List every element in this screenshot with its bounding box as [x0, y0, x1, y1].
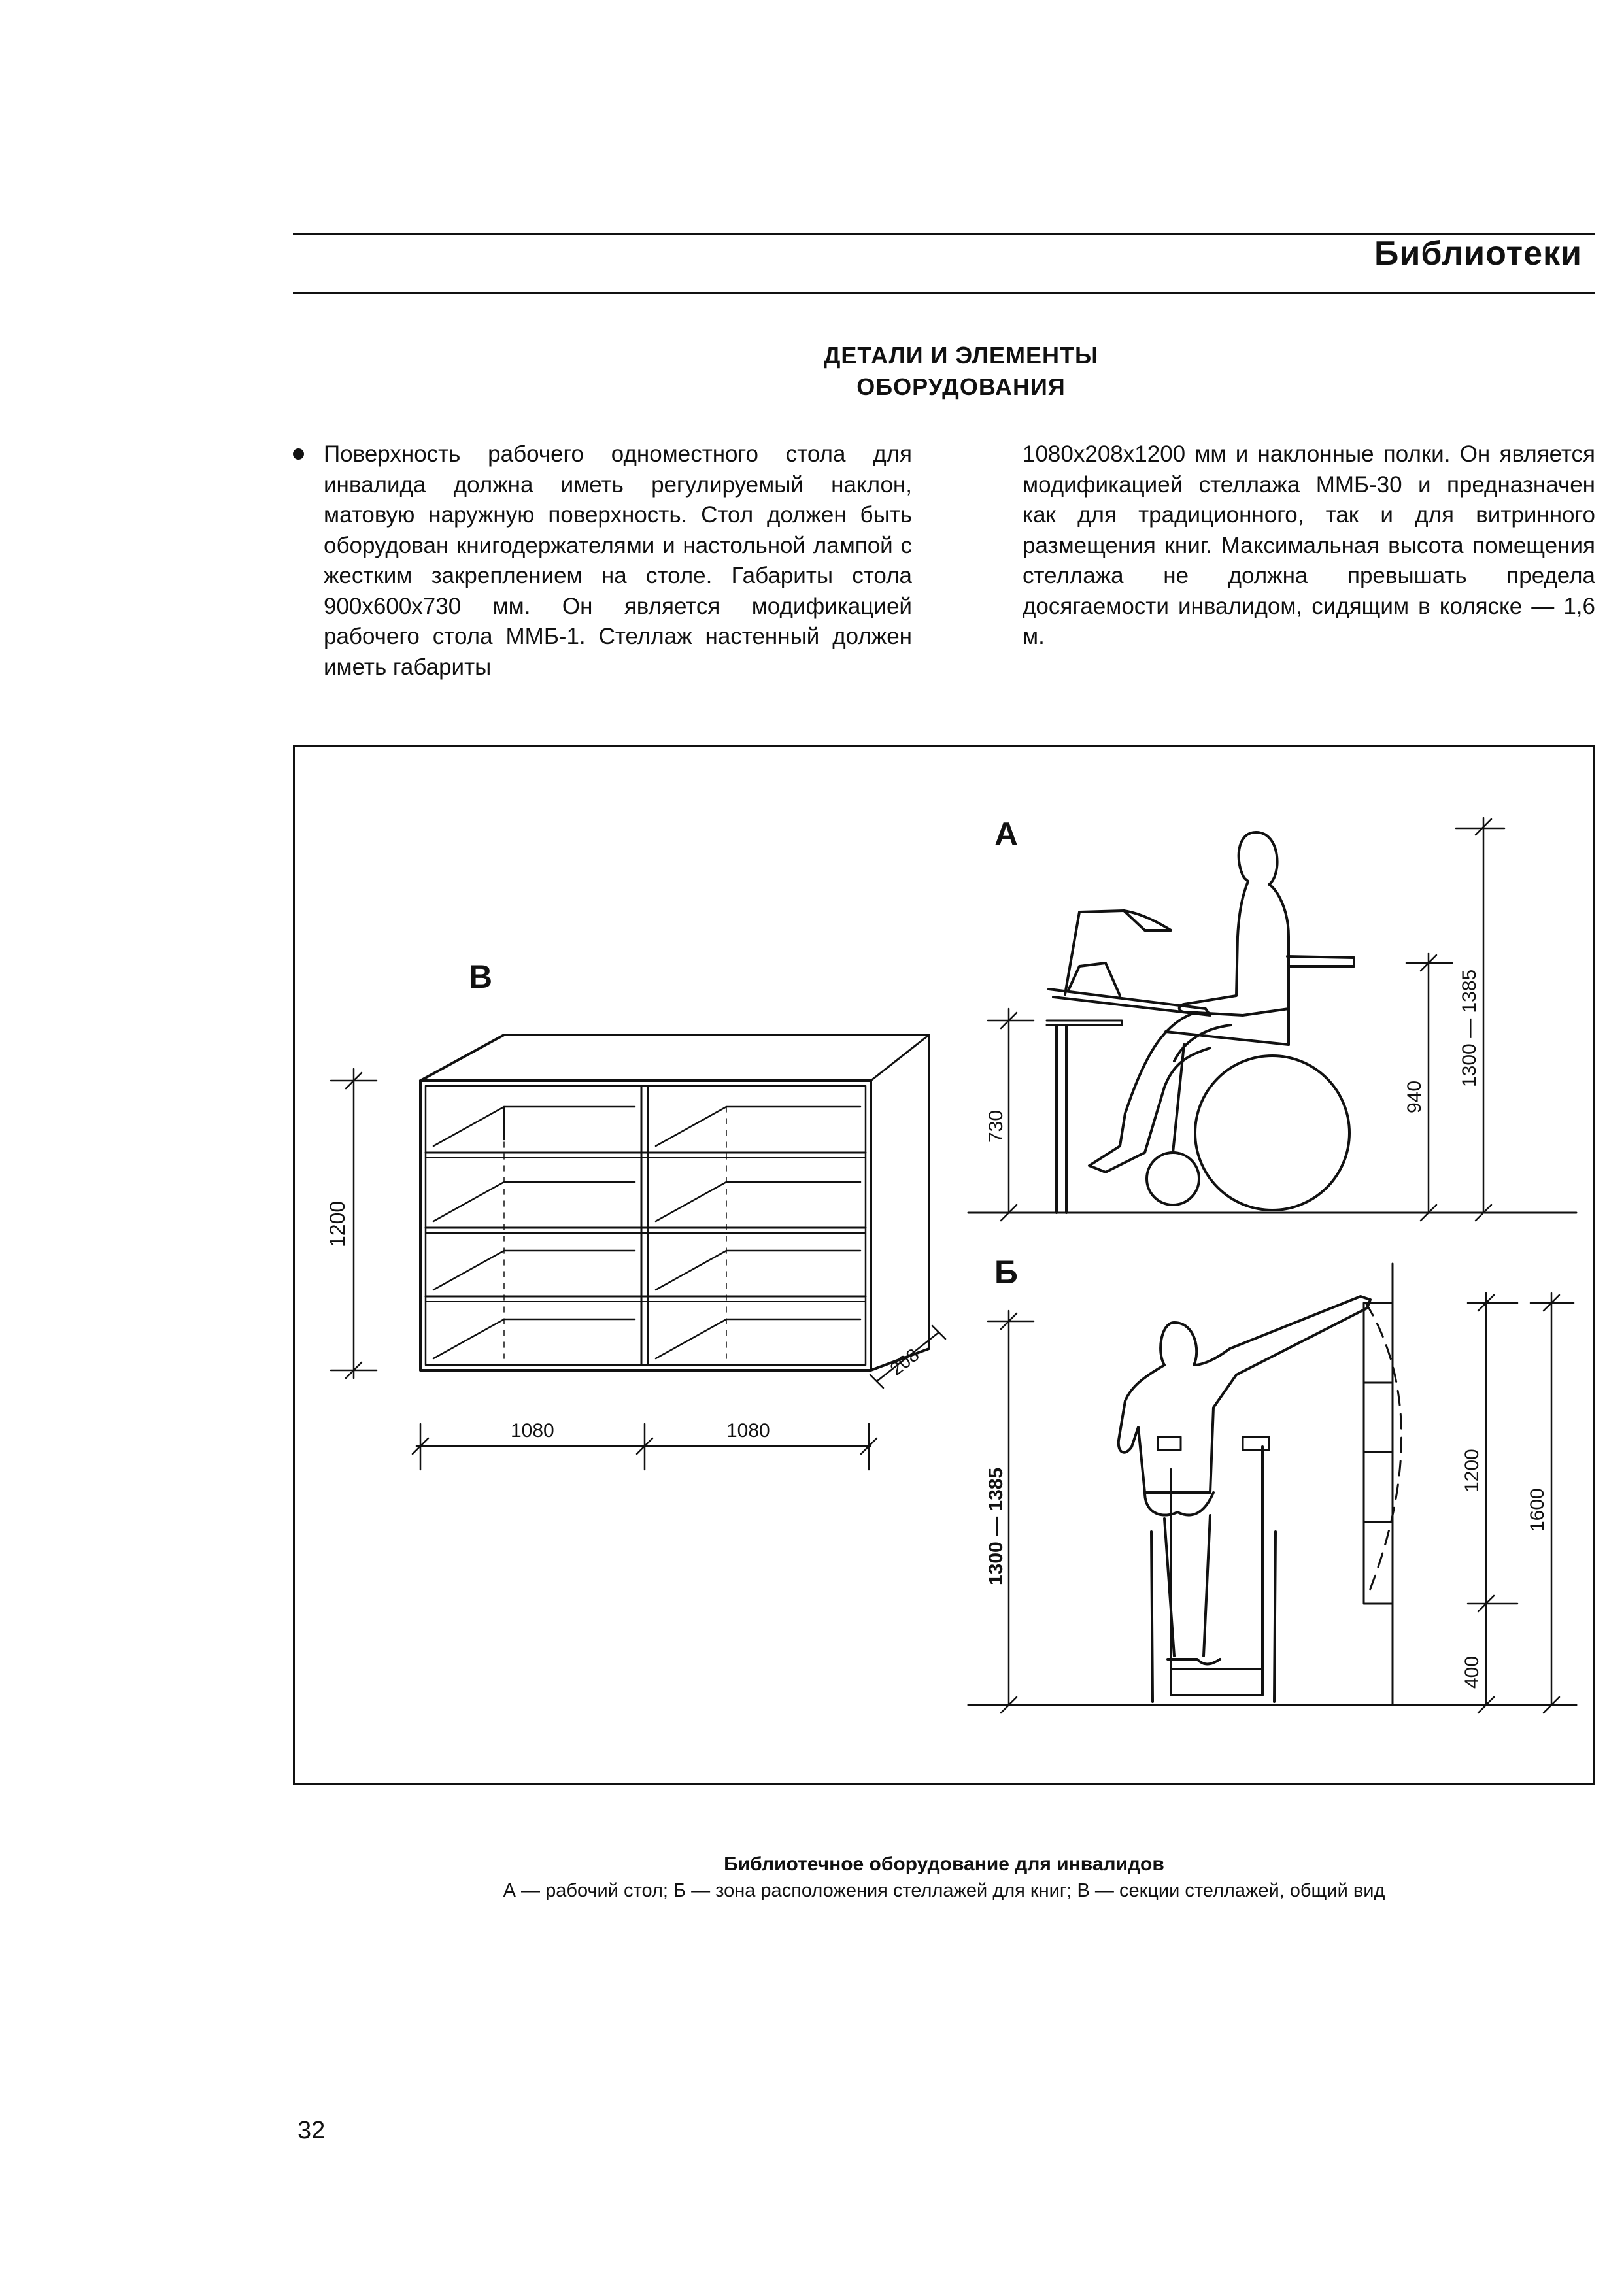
- dim-b-base: 400: [1461, 1656, 1483, 1689]
- dim-a-table: 730: [985, 1110, 1007, 1143]
- dim-v-width-2: 1080: [726, 1420, 770, 1442]
- work-desk-drawing: А: [967, 816, 1578, 1222]
- dim-b-total: 1600: [1527, 1488, 1548, 1532]
- body-paragraph-right: 1080x208x1200 мм и наклонные полки. Он я…: [1023, 441, 1595, 649]
- label-a: А: [994, 816, 1018, 852]
- body-column-right: 1080x208x1200 мм и наклонные полки. Он я…: [1023, 439, 1595, 652]
- figure-drawing: В: [326, 816, 1578, 1714]
- figure-caption: Библиотечное оборудование для инвалидов …: [293, 1851, 1595, 1904]
- figure-frame: В: [293, 745, 1595, 1785]
- caption-text: А — рабочий стол; Б — зона расположения …: [503, 1880, 1385, 1901]
- running-title: Библиотеки: [1374, 235, 1582, 273]
- dim-a-reach: 1300 — 1385: [1459, 970, 1480, 1087]
- page-number: 32: [297, 2117, 326, 2144]
- reach-zone-drawing: Б: [967, 1254, 1578, 1714]
- body-paragraph-left: Поверхность рабочего одноместного стола …: [324, 441, 912, 680]
- header-rule-bottom: [293, 292, 1595, 294]
- dim-b-reach: 1300 — 1385: [985, 1468, 1007, 1585]
- header-rule-top: [293, 233, 1595, 235]
- dim-v-height: 1200: [326, 1201, 349, 1247]
- body-column-left: Поверхность рабочего одноместного стола …: [324, 439, 912, 683]
- shelving-sections-drawing: В: [326, 958, 947, 1471]
- bullet-icon: [293, 448, 304, 460]
- dim-v-width-1: 1080: [511, 1420, 554, 1442]
- section-title-line-2: ОБОРУДОВАНИЯ: [856, 373, 1066, 400]
- label-b: Б: [994, 1254, 1018, 1290]
- dim-a-eye: 940: [1404, 1081, 1425, 1113]
- section-title: ДЕТАЛИ И ЭЛЕМЕНТЫ ОБОРУДОВАНИЯ: [713, 340, 1210, 403]
- section-title-line-1: ДЕТАЛИ И ЭЛЕМЕНТЫ: [823, 342, 1099, 369]
- caption-title: Библиотечное оборудование для инвалидов: [724, 1853, 1164, 1875]
- label-v: В: [469, 958, 492, 995]
- dim-b-shelf: 1200: [1461, 1449, 1483, 1493]
